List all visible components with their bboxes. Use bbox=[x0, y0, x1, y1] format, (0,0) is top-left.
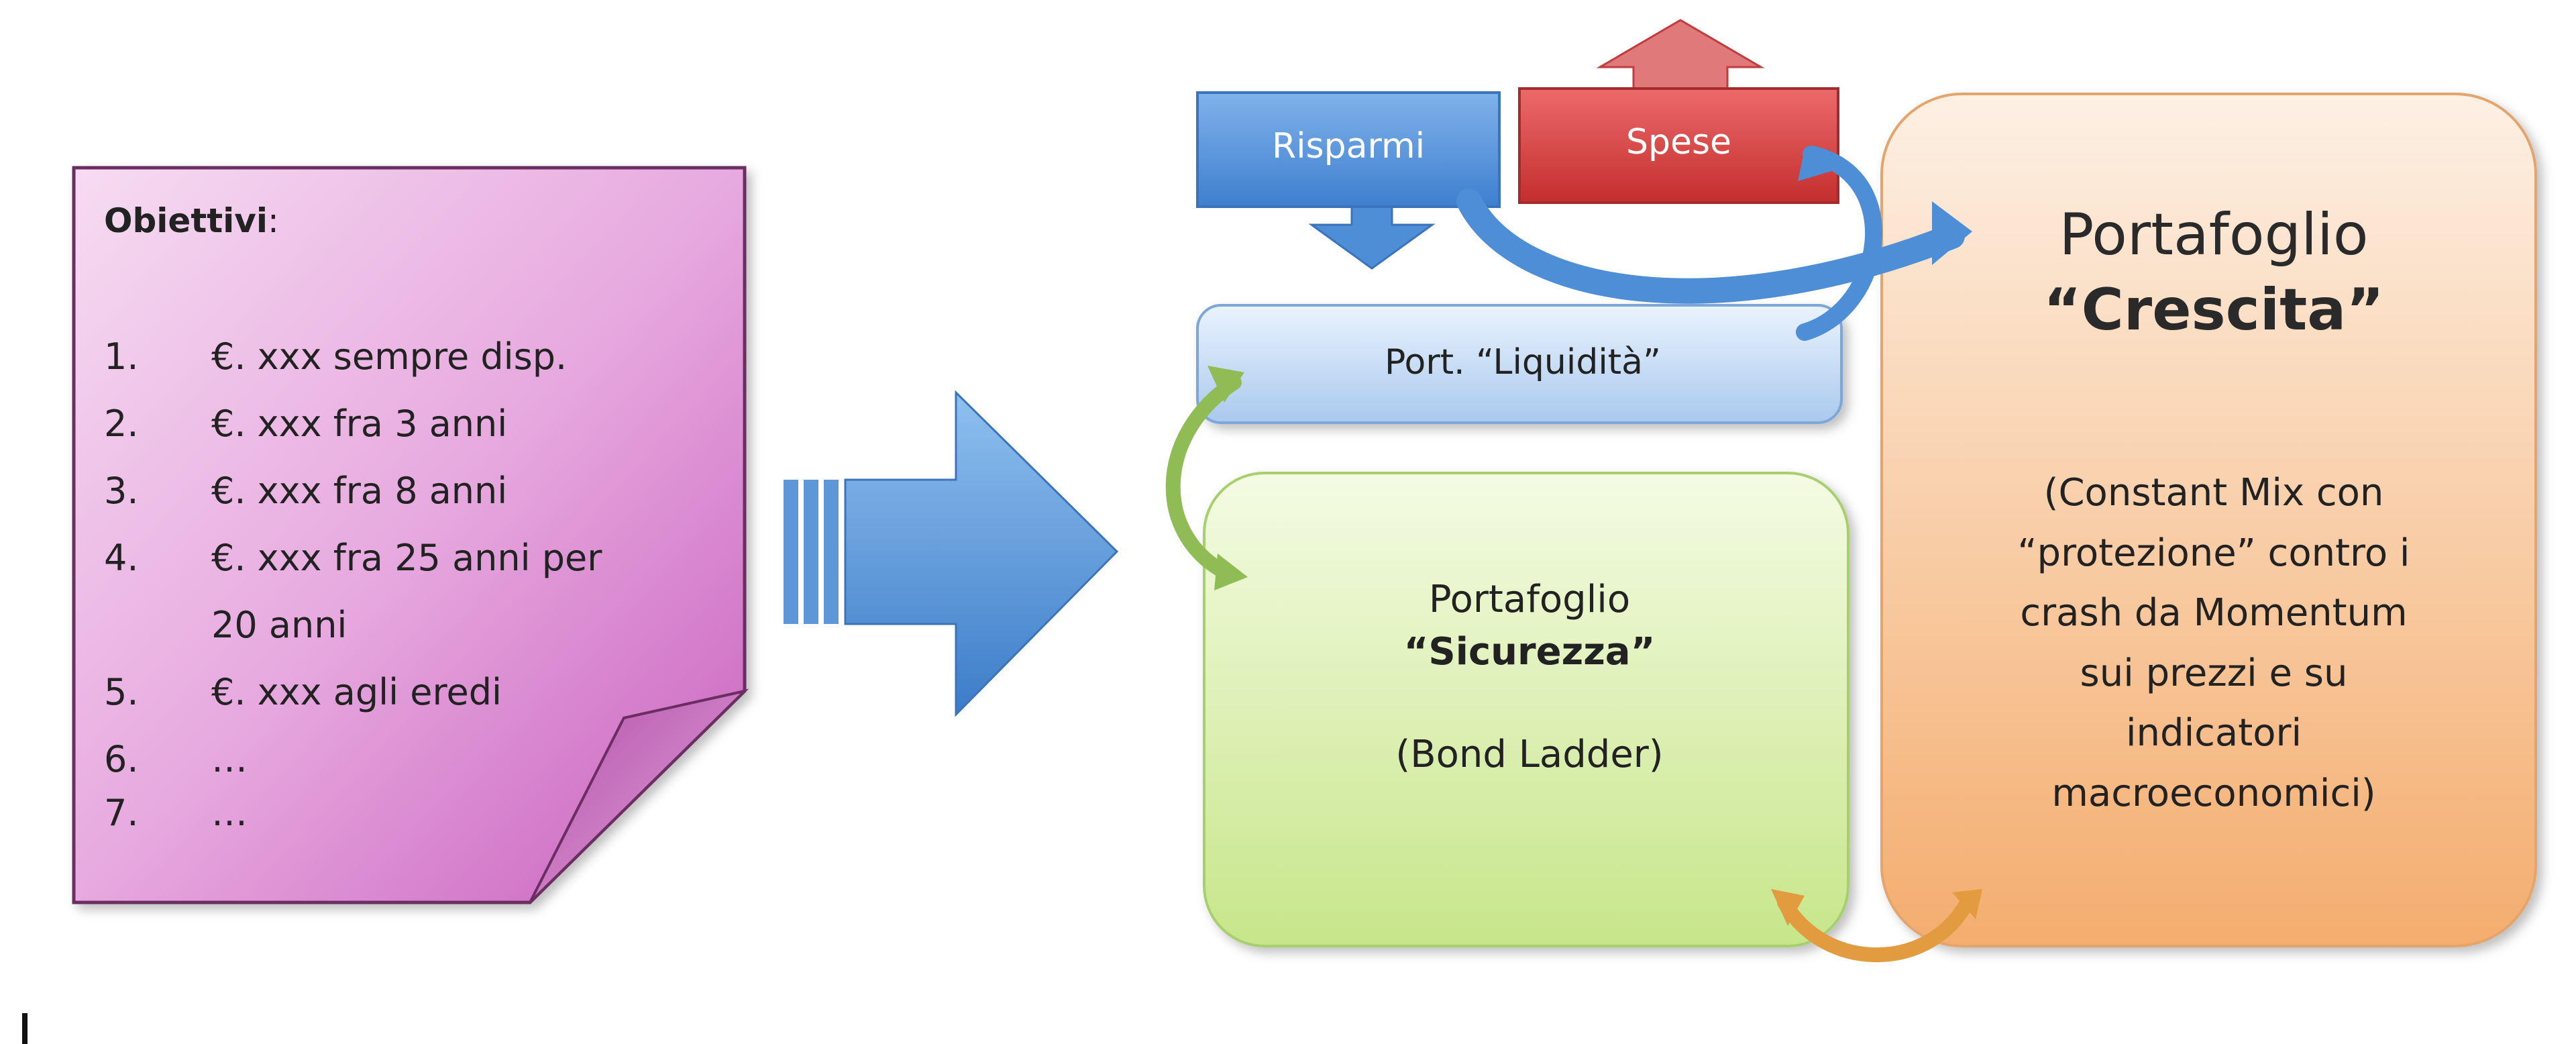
crescita-description: (Constant Mix con “protezione” contro i … bbox=[1892, 463, 2536, 824]
sicurezza-line1: Portafoglio bbox=[1428, 578, 1631, 621]
goals-note bbox=[72, 166, 749, 904]
sicurezza-line2: “Sicurezza” bbox=[1403, 630, 1656, 674]
crescita-title: Portafoglio “Crescita” bbox=[1885, 198, 2542, 348]
crescita-desc-line: indicatori bbox=[2125, 711, 2302, 755]
crescita-box bbox=[1880, 93, 2537, 947]
blue-curved-arrow-spese-loop-icon bbox=[1796, 146, 1883, 341]
goal-num: 3. bbox=[104, 470, 139, 512]
spese-up-arrow-icon bbox=[1596, 19, 1765, 92]
goal-text: 20 anni bbox=[211, 604, 347, 646]
big-right-arrow-icon bbox=[784, 390, 1119, 717]
goal-item-3: 3. €. xxx fra 8 anni bbox=[104, 470, 708, 523]
goal-text: €. xxx fra 25 anni per bbox=[211, 537, 602, 579]
goal-num: 2. bbox=[104, 403, 139, 445]
goals-heading: Obiettivi: bbox=[104, 201, 279, 240]
green-curved-arrow-icon bbox=[1165, 366, 1248, 590]
cursor-mark bbox=[22, 1013, 28, 1044]
risparmi-label: Risparmi bbox=[1271, 126, 1426, 166]
goal-item-1: 1. €. xxx sempre disp. bbox=[104, 335, 708, 389]
crescita-desc-line: crash da Momentum bbox=[2020, 591, 2408, 635]
goal-item-2: 2. €. xxx fra 3 anni bbox=[104, 403, 708, 456]
goal-num: 5. bbox=[104, 671, 139, 713]
goal-num: 7. bbox=[104, 792, 139, 834]
risparmi-down-arrow-icon bbox=[1308, 200, 1436, 270]
goal-num: 6. bbox=[104, 738, 139, 780]
risparmi-box bbox=[1196, 91, 1501, 208]
goal-item-4-cont: 20 anni bbox=[104, 604, 708, 658]
goal-text: … bbox=[211, 792, 248, 834]
goal-text: €. xxx fra 8 anni bbox=[211, 470, 508, 512]
sicurezza-line3: (Bond Ladder) bbox=[1395, 732, 1664, 776]
spese-box bbox=[1518, 87, 1839, 204]
goal-item-7: 7. … bbox=[104, 792, 708, 845]
crescita-line1: Portafoglio bbox=[2059, 201, 2369, 268]
goal-text: €. xxx agli eredi bbox=[211, 671, 502, 713]
goal-text: €. xxx fra 3 anni bbox=[211, 403, 508, 445]
liquidita-label: Port. “Liquidità” bbox=[1385, 342, 1661, 382]
liquidita-box bbox=[1196, 304, 1843, 424]
crescita-desc-line: “protezione” contro i bbox=[2017, 531, 2410, 575]
spese-label: Spese bbox=[1625, 122, 1732, 162]
orange-curved-arrow-icon bbox=[1771, 889, 1982, 963]
goal-item-4: 4. €. xxx fra 25 anni per bbox=[104, 537, 708, 590]
goal-item-5: 5. €. xxx agli eredi bbox=[104, 671, 708, 725]
sicurezza-text: Portafoglio “Sicurezza” (Bond Ladder) bbox=[1208, 574, 1851, 781]
crescita-desc-line: macroeconomici) bbox=[2051, 771, 2376, 815]
sicurezza-box bbox=[1203, 472, 1849, 947]
goal-text: €. xxx sempre disp. bbox=[211, 335, 568, 378]
goal-num: 1. bbox=[104, 335, 139, 378]
crescita-line2: “Crescita” bbox=[2043, 276, 2384, 344]
goal-item-6: 6. … bbox=[104, 738, 708, 792]
goal-num: 4. bbox=[104, 537, 139, 579]
crescita-desc-line: (Constant Mix con bbox=[2043, 471, 2384, 515]
goal-text: … bbox=[211, 738, 248, 780]
crescita-desc-line: sui prezzi e su bbox=[2080, 651, 2348, 695]
blue-curved-arrow-to-crescita-icon bbox=[1456, 189, 1972, 304]
